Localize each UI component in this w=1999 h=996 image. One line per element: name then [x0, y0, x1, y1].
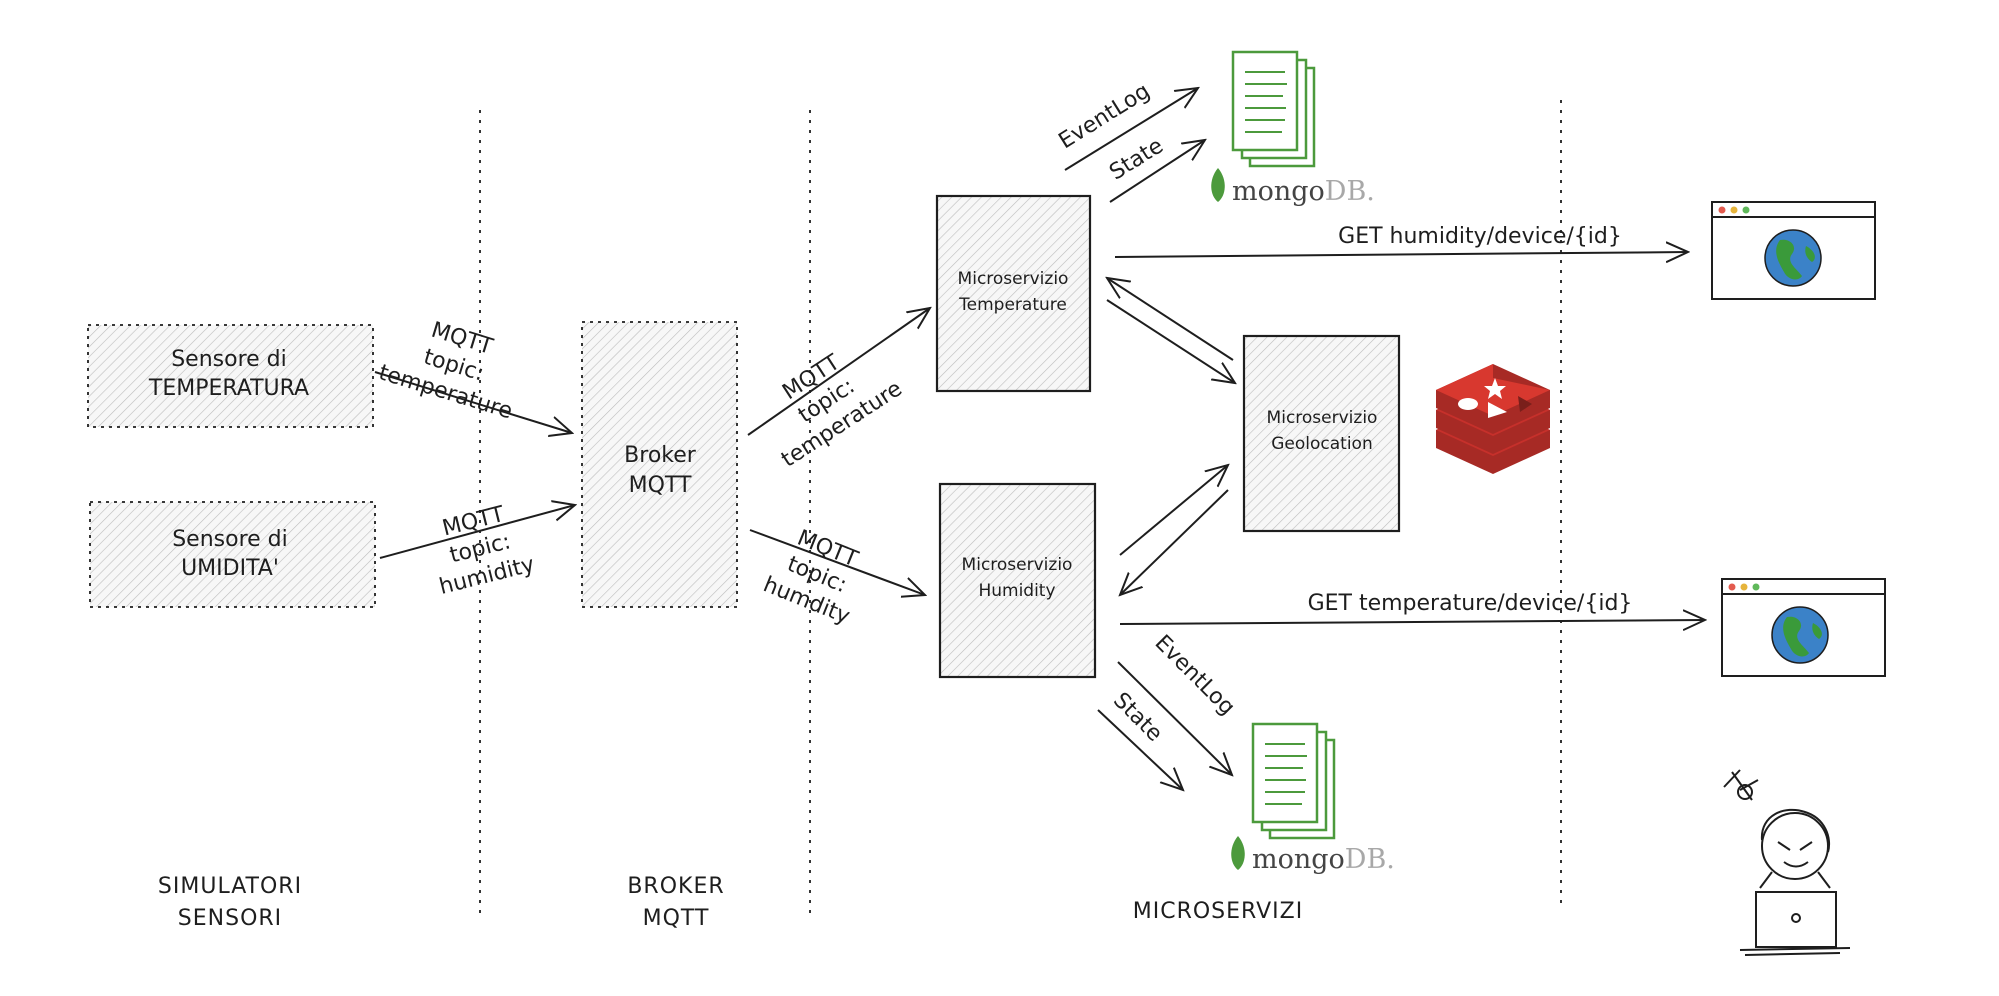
broker-label-line2: MQTT: [629, 473, 692, 498]
mongodb-suffix-text: DB.: [1325, 176, 1375, 207]
svg-text:mongoDB.: mongoDB.: [1252, 844, 1395, 875]
mongodb-documents-icon: [1251, 722, 1336, 840]
redis-icon: [1436, 364, 1550, 474]
svg-text:mongoDB.: mongoDB.: [1232, 176, 1375, 207]
globe-icon: [1764, 229, 1822, 287]
user-at-laptop-icon: [1723, 769, 1851, 956]
section-label-microservices: MICROSERVIZI: [1133, 899, 1303, 924]
section-label-simulators-line2: SENSORI: [178, 906, 282, 931]
section-dividers: [479, 100, 1562, 915]
ms-temperature-label-line2: Temperature: [958, 295, 1067, 315]
edge-label-broker-temp: MQTT topic: temperature: [777, 350, 907, 473]
arrow-temp-eventlog: [1064, 88, 1198, 171]
arrow-broker-to-ms-hum: [749, 529, 925, 595]
ms-geolocation-label-line2: Geolocation: [1271, 434, 1373, 454]
arrow-hum-state: [1097, 709, 1183, 790]
section-label-broker-line2: MQTT: [643, 906, 710, 931]
sensor-humidity-label-line2: UMIDITA': [181, 556, 279, 581]
edge-label-sensor-temp: MQTT topic: temperature: [376, 318, 516, 425]
arrow-hum-eventlog: [1117, 661, 1232, 775]
mongodb-brand-text: mongo: [1232, 176, 1325, 207]
sensor-temperature-box: Sensore di TEMPERATURA: [87, 324, 374, 428]
ms-geolocation-box: Microservizio Geolocation: [1242, 334, 1401, 533]
arrow-temp-to-geo: [1106, 299, 1235, 383]
sensor-humidity-box: Sensore di UMIDITA': [89, 501, 376, 608]
edge-label-get-temperature: GET temperature/device/{id}: [1308, 591, 1633, 616]
sensor-temperature-label-line1: Sensore di: [171, 347, 287, 372]
arrow-geo-to-hum: [1120, 489, 1229, 595]
arrows: [374, 88, 1705, 790]
mongodb-logo: mongoDB.: [1211, 168, 1375, 207]
mongodb-suffix-text: DB.: [1345, 844, 1395, 875]
ms-temperature-box: Microservizio Temperature: [935, 194, 1092, 393]
edge-label-hum-state: State: [1108, 688, 1167, 747]
mongodb-leaf-icon: [1211, 168, 1225, 202]
arrow-sensor-temp-to-broker: [374, 371, 572, 433]
arrow-broker-to-ms-temp: [747, 308, 930, 436]
ms-humidity-box: Microservizio Humidity: [938, 482, 1097, 679]
browser-window-icon: [1721, 578, 1886, 677]
ms-humidity-label-line2: Humidity: [978, 581, 1055, 601]
globe-icon: [1771, 606, 1829, 664]
ms-humidity-label-line1: Microservizio: [962, 555, 1073, 575]
broker-label-line1: Broker: [624, 443, 697, 468]
arrow-get-temperature: [1119, 620, 1705, 624]
ms-geolocation-label-line1: Microservizio: [1267, 408, 1378, 428]
mongodb-leaf-icon: [1231, 836, 1245, 870]
broker-box: Broker MQTT: [581, 321, 738, 608]
arrow-geo-to-temp: [1107, 278, 1234, 361]
edge-label-get-humidity: GET humidity/device/{id}: [1338, 224, 1622, 249]
sensor-temperature-label-line2: TEMPERATURA: [148, 376, 309, 401]
section-label-broker-line1: BROKER: [627, 874, 724, 899]
arrow-hum-to-geo: [1119, 465, 1228, 556]
arrow-get-humidity: [1114, 252, 1688, 257]
section-label-simulators-line1: SIMULATORI: [158, 874, 302, 899]
mongodb-brand-text: mongo: [1252, 844, 1345, 875]
mongodb-logo: mongoDB.: [1231, 836, 1395, 875]
browser-window-icon: [1711, 201, 1876, 300]
edge-label-broker-hum: MQTT topic: humdity: [760, 526, 862, 630]
edge-label-sensor-hum: MQTT topic: humidity: [437, 502, 537, 600]
arrow-sensor-hum-to-broker: [379, 505, 575, 559]
mongodb-documents-icon: [1231, 50, 1316, 168]
arrow-temp-state: [1109, 140, 1205, 203]
edge-label-temp-state: State: [1105, 133, 1168, 185]
sensor-humidity-label-line1: Sensore di: [172, 527, 288, 552]
ms-temperature-label-line1: Microservizio: [958, 269, 1069, 289]
